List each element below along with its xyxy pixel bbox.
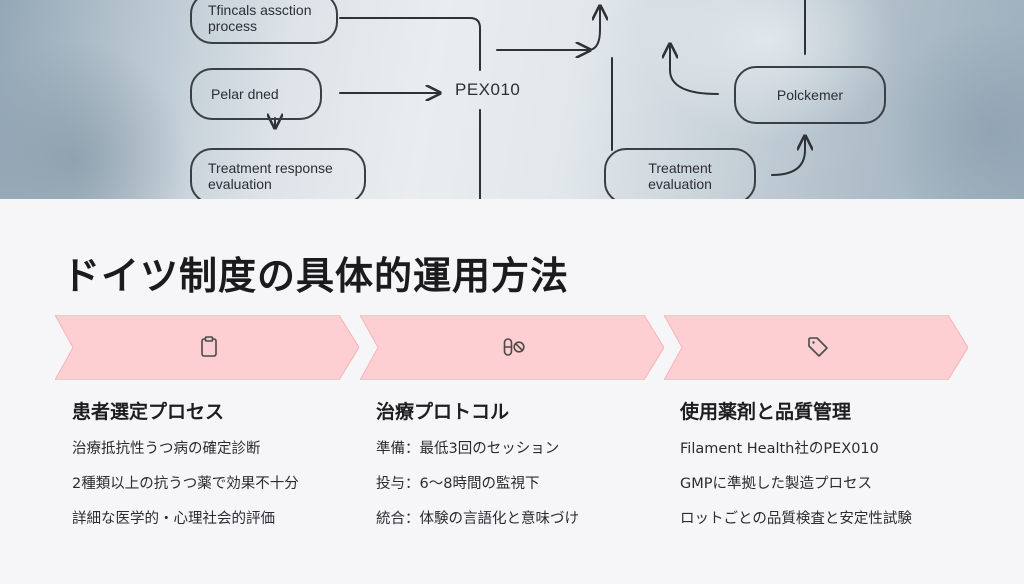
step-item-list: 治療抵抗性うつ病の確定診断 2種類以上の抗うつ薬で効果不十分 詳細な医学的・心理… (72, 439, 362, 544)
diagram-node-bottom-right: Treatment evaluation (604, 148, 756, 199)
step-chevron-2 (360, 315, 664, 380)
step-chevron-1 (55, 315, 359, 380)
diagram-node-top-left: Tfincals assction process (190, 0, 338, 44)
diagram-connectors (0, 0, 1024, 199)
diagram-node-right: Polckemer (734, 66, 886, 124)
step-column-treatment-protocol: 治療プロトコル 準備：最低3回のセッション 投与：6〜8時間の監視下 統合：体験… (376, 397, 666, 544)
clipboard-icon (201, 336, 217, 357)
diagram-node-label: Treatment response evaluation (208, 160, 333, 192)
diagram-center-label: PEX010 (455, 80, 521, 99)
list-item: 統合：体験の言語化と意味づけ (376, 511, 579, 527)
page-title: ドイツ制度の具体的運用方法 (62, 254, 570, 298)
chevron-shape (55, 315, 359, 380)
step-column-drug-quality: 使用薬剤と品質管理 Filament Health社のPEX010 GMPに準拠… (680, 397, 970, 544)
diagram-node-middle-left: Pelar dned (190, 68, 322, 120)
list-item: 治療抵抗性うつ病の確定診断 (72, 441, 261, 457)
diagram-node-label: Tfincals assction process (208, 2, 312, 34)
step-item-list: Filament Health社のPEX010 GMPに準拠した製造プロセス ロ… (680, 439, 970, 544)
list-item: 2種類以上の抗うつ薬で効果不十分 (72, 476, 299, 492)
step-heading: 治療プロトコル (376, 401, 510, 423)
list-item: 投与：6〜8時間の監視下 (376, 476, 540, 492)
pill-icon (503, 338, 525, 356)
list-item: ロットごとの品質検査と安定性試験 (680, 511, 912, 527)
tag-icon (808, 337, 828, 357)
list-item: Filament Health社のPEX010 (680, 441, 879, 457)
step-column-patient-selection: 患者選定プロセス 治療抵抗性うつ病の確定診断 2種類以上の抗うつ薬で効果不十分 … (72, 397, 362, 544)
diagram-node-label: Pelar dned (211, 86, 279, 102)
list-item: 詳細な医学的・心理社会的評価 (72, 511, 275, 527)
list-item: GMPに準拠した製造プロセス (680, 476, 872, 492)
step-chevron-3 (664, 315, 968, 380)
diagram-node-label: Treatment evaluation (648, 160, 712, 192)
step-heading: 患者選定プロセス (72, 401, 225, 423)
hero-diagram-image: Tfincals assction process Pelar dned Tre… (0, 0, 1024, 199)
diagram-node-label: Polckemer (776, 87, 844, 103)
list-item: 準備：最低3回のセッション (376, 441, 560, 457)
diagram-node-bottom-left: Treatment response evaluation (190, 148, 366, 199)
step-heading: 使用薬剤と品質管理 (680, 401, 852, 423)
chevron-shape (664, 315, 968, 380)
step-item-list: 準備：最低3回のセッション 投与：6〜8時間の監視下 統合：体験の言語化と意味づ… (376, 439, 666, 544)
